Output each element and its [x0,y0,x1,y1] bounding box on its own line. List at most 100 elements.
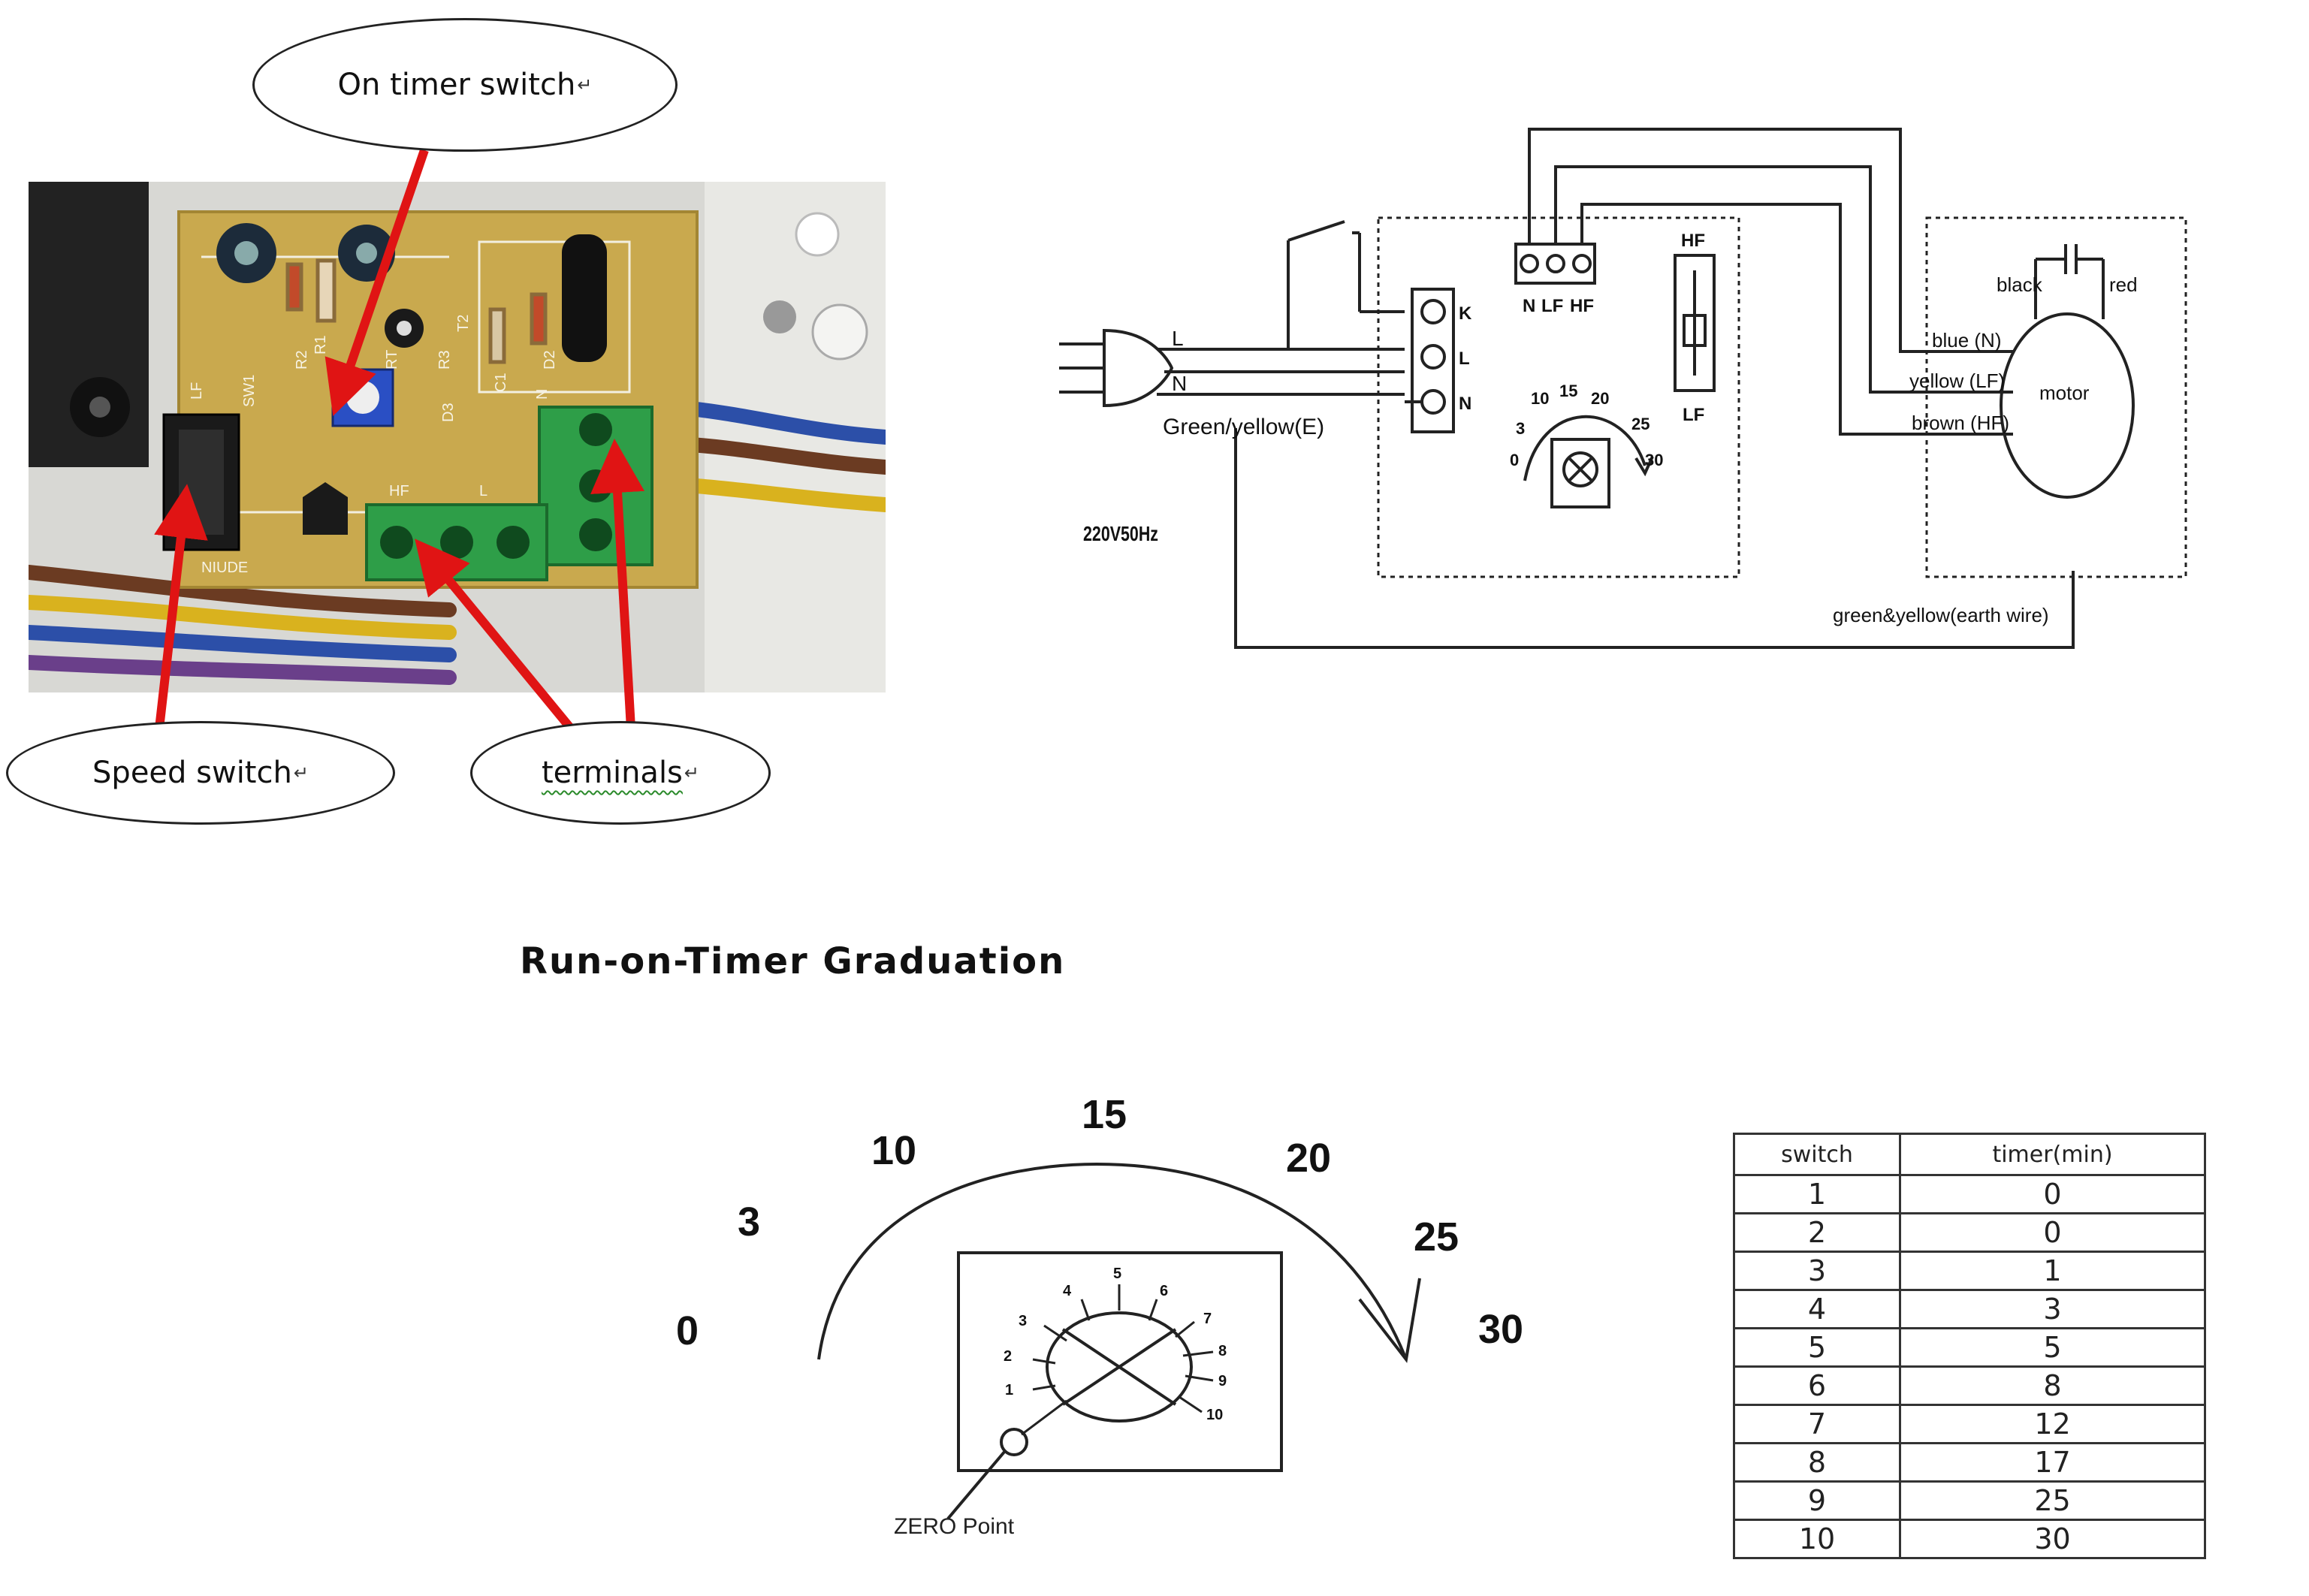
dial-position: 5 [1113,1266,1121,1282]
dial-number: 0 [1510,451,1519,469]
timer-cell: 30 [1899,1519,2206,1559]
return-mark: ↵ [684,762,700,783]
timer-cell: 12 [1899,1404,2206,1444]
switch-cell: 1 [1733,1174,1901,1214]
timer-cell: 5 [1899,1327,2206,1368]
black-wire-label: black [1997,273,2043,296]
top-terminal-n-label: N [1523,296,1535,316]
timer-cell: 0 [1899,1212,2206,1253]
silk-label: D2 [542,350,558,370]
graduation-dial: 0 3 10 15 20 25 30 1 2 3 4 5 6 7 8 9 10 … [676,1092,1523,1539]
callout-arrows [154,149,644,732]
brown-wire-label: brown (HF) [1912,412,2009,434]
silk-label: R2 [294,350,310,370]
scale-number: 10 [871,1128,916,1173]
wiring-diagram: L N Green/yellow(E) 220V50Hz K L N N LF … [1059,128,2187,649]
on-timer-switch-callout: On timer switch↵ [252,18,678,152]
timer-cell: 17 [1899,1442,2206,1483]
dial-number: 3 [1516,419,1525,438]
silk-label: SW1 [241,375,258,407]
return-mark: ↵ [293,762,309,783]
scale-number: 15 [1082,1092,1127,1137]
dial-number: 20 [1591,389,1609,408]
terminal-l-label: L [1459,348,1470,369]
dial-position: 8 [1218,1343,1227,1359]
plug-n-label: N [1172,372,1187,395]
arrow-on-timer [324,149,429,417]
silk-label: N [534,389,551,400]
dial-number: 10 [1531,389,1549,408]
control-board-photo: LF SW1 R2 R1 RT T2 R3 C1 D2 D3 N HF L NI… [29,182,886,692]
scale-number: 3 [738,1199,760,1245]
timer-cell: 0 [1899,1174,2206,1214]
switch-cell: 10 [1733,1519,1901,1559]
dial-position: 7 [1203,1311,1212,1327]
dial-number: 30 [1645,451,1663,469]
plug-e-label: Green/yellow(E) [1163,415,1324,439]
yellow-wire-label: yellow (LF) [1909,370,2005,392]
switch-cell: 2 [1733,1212,1901,1253]
timer-cell: 25 [1899,1480,2206,1521]
silk-label: R3 [436,350,453,370]
callout-label: terminals [541,756,683,790]
dial-position: 2 [1004,1348,1012,1365]
scale-number: 25 [1414,1214,1459,1260]
arrow-terminals-right [590,439,644,729]
scale-number: 30 [1478,1307,1523,1352]
dial-number: 25 [1631,415,1650,433]
speed-switch-callout: Speed switch↵ [6,721,395,825]
switch-cell: 9 [1733,1480,1901,1521]
zero-point-label: ZERO Point [894,1514,1015,1539]
blue-wire-label: blue (N) [1932,329,2001,351]
timer-cell: 1 [1899,1251,2206,1291]
switch-cell: 5 [1733,1327,1901,1368]
timer-cell: 3 [1899,1289,2206,1329]
arrow-speed [154,484,208,729]
switch-cell: 7 [1733,1404,1901,1444]
scale-number: 20 [1286,1136,1331,1181]
dial-position: 3 [1019,1313,1027,1329]
silk-label: NIUDE [201,560,248,576]
motor-label: motor [2039,382,2090,404]
silk-label: C1 [493,373,509,392]
silk-label: T2 [455,315,472,332]
top-terminal-hf-label: HF [1570,296,1594,316]
speed-lf-label: LF [1683,405,1704,425]
switch-cell: 6 [1733,1365,1901,1406]
header-timer: timer(min) [1899,1133,2206,1176]
arrow-terminals-left [415,539,575,732]
switch-cell: 8 [1733,1442,1901,1483]
terminals-callout: terminals↵ [470,721,771,825]
silk-label: LF [189,382,205,400]
dial-position: 9 [1218,1373,1227,1389]
silk-label: RT [384,350,400,370]
timer-cell: 8 [1899,1365,2206,1406]
dial-position: 10 [1206,1407,1223,1423]
earth-wire-label: green&yellow(earth wire) [1833,604,2049,626]
supply-label: 220V50Hz [1083,522,1158,545]
silk-label: L [479,483,487,499]
dial-position: 1 [1005,1382,1013,1398]
speed-hf-label: HF [1681,231,1705,251]
scale-number: 0 [676,1308,699,1353]
dial-position: 6 [1160,1283,1168,1299]
return-mark: ↵ [577,74,593,95]
callout-label: Speed switch [92,756,292,790]
terminal-n-label: N [1459,394,1471,414]
silk-label: D3 [440,403,457,422]
silk-label: HF [389,483,409,499]
graduation-title: Run-on-Timer Graduation [520,940,1066,982]
plug-l-label: L [1172,327,1184,350]
callout-label: On timer switch [337,68,576,102]
